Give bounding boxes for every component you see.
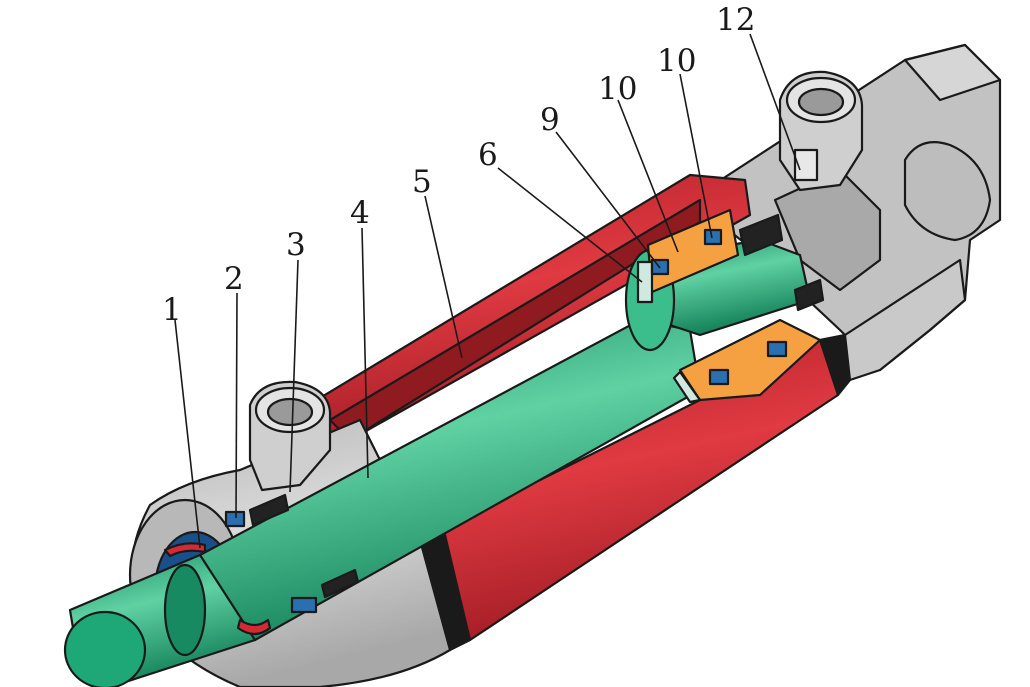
callout-labels: 1 2 3 4 5 6 9 10 10 12 xyxy=(162,2,755,328)
leader-lines xyxy=(174,33,801,549)
leader-2 xyxy=(235,292,238,519)
cylinder-tube-upper xyxy=(298,173,752,442)
callout-9: 9 xyxy=(540,102,560,138)
leader-12 xyxy=(749,33,801,171)
rear-port xyxy=(778,70,864,192)
leader-1 xyxy=(174,319,201,549)
leader-10a xyxy=(617,99,679,253)
callout-4: 4 xyxy=(350,195,370,231)
front-port xyxy=(248,380,332,492)
piston xyxy=(636,208,822,404)
callout-1: 1 xyxy=(162,292,182,328)
guide-strips xyxy=(248,213,825,599)
callout-3: 3 xyxy=(286,227,306,263)
callout-5: 5 xyxy=(412,164,432,200)
leader-9 xyxy=(555,131,661,269)
leader-6 xyxy=(497,167,643,283)
leader-3 xyxy=(289,259,299,493)
front-seals xyxy=(163,510,318,636)
leader-5 xyxy=(424,195,463,359)
callout-10-a: 10 xyxy=(598,71,637,107)
callout-6: 6 xyxy=(478,137,498,173)
leader-10b xyxy=(679,73,713,239)
rear-grey-band xyxy=(843,258,967,382)
callout-2: 2 xyxy=(224,261,244,297)
leader-4 xyxy=(361,227,369,479)
callout-12: 12 xyxy=(716,2,755,38)
callout-10-b: 10 xyxy=(657,43,696,79)
